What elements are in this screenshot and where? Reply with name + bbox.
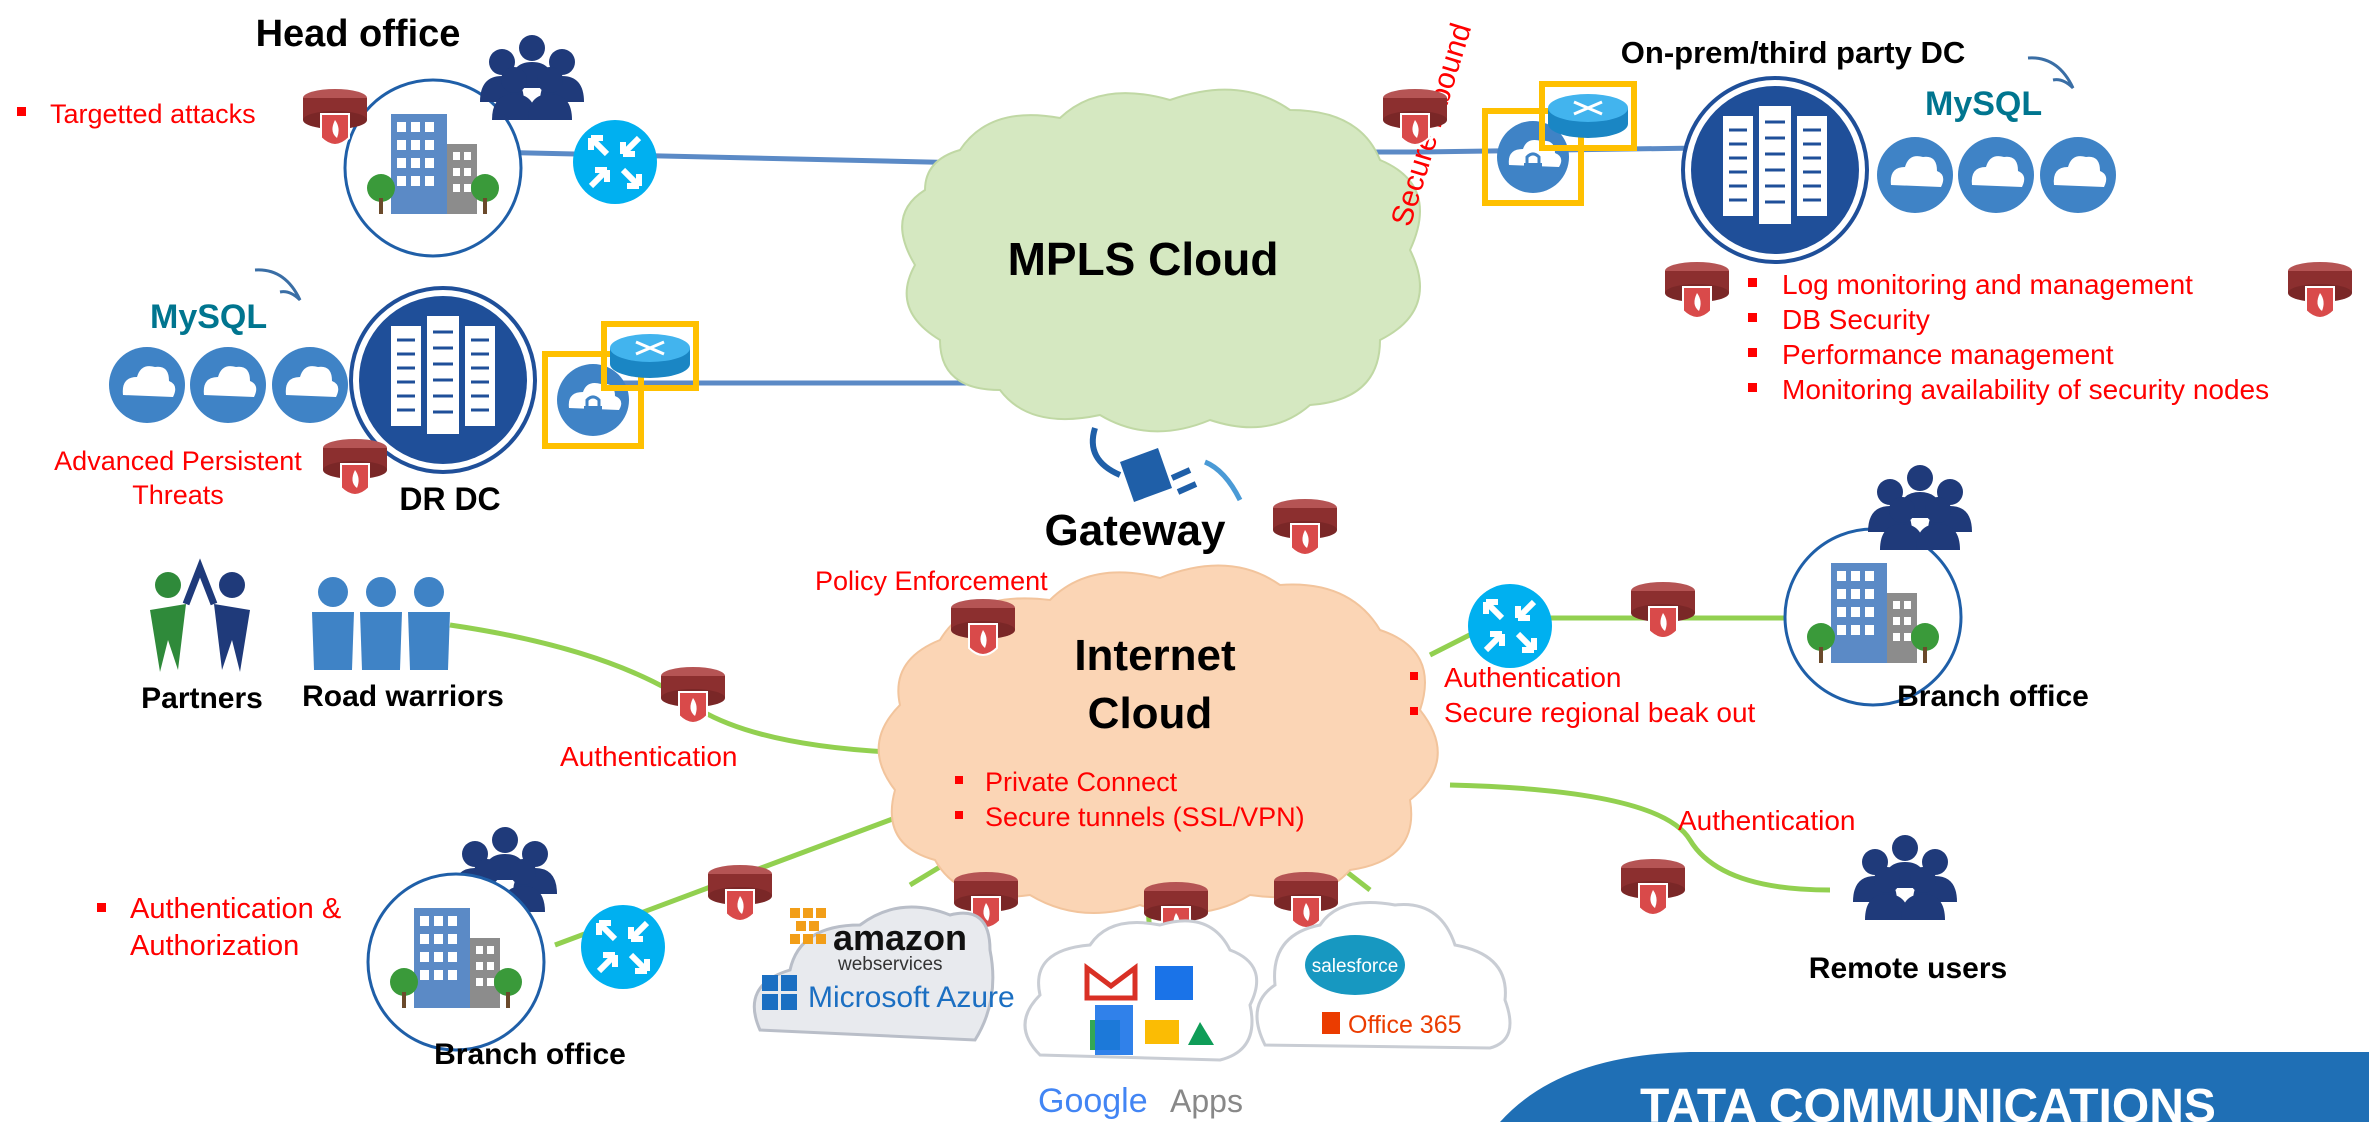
internet-cloud: Internet Cloud Private Connect Secure tu… (877, 564, 1439, 914)
svg-text:MySQL: MySQL (150, 298, 267, 336)
policy-enforcement-label: Policy Enforcement (815, 566, 1048, 596)
mysql-logo: MySQL (150, 268, 302, 336)
internet-bullet-1: Private Connect (985, 767, 1178, 797)
plug-icon (1089, 427, 1243, 502)
svg-text:MySQL: MySQL (1925, 85, 2042, 123)
mpls-cloud-label: MPLS Cloud (1008, 233, 1279, 285)
firewall-icon (1620, 858, 1686, 916)
salesforce-logo: salesforce (1305, 935, 1405, 995)
mysql-logo: MySQL (1925, 56, 2075, 123)
head-office-bullet: Targetted attacks (50, 99, 256, 129)
svg-text:Microsoft Azure: Microsoft Azure (808, 981, 1015, 1014)
users-group-icon (1868, 465, 1972, 550)
router-icon (581, 905, 665, 989)
partners-group: Partners Road warriors Authentication (141, 558, 737, 772)
secure-cloud-icon (109, 347, 185, 423)
branch-left-bullet-1: Authentication & (130, 893, 341, 925)
secure-cloud-icon (190, 347, 266, 423)
gateway-label: Gateway (1045, 506, 1227, 555)
secure-cloud-icon (1877, 137, 1953, 213)
firewall-icon (322, 438, 388, 496)
branch-office-right: Branch office Authentication Secure regi… (1410, 465, 2089, 728)
apt-line1: Advanced Persistent (54, 446, 302, 476)
partners-label: Partners (141, 682, 263, 715)
onprem-dc: On-prem/third party DC Secure inbound My… (1382, 19, 2353, 405)
users-group-icon (480, 35, 584, 120)
onprem-bullet-2: DB Security (1782, 304, 1930, 335)
google-apps-cloud: Google Apps (1023, 919, 1259, 1120)
internet-bullet-2: Secure tunnels (SSL/VPN) (985, 802, 1305, 832)
branch-left-bullet-2: Authorization (130, 930, 299, 962)
auth-left-label: Authentication (560, 741, 737, 772)
firewall-icon (1630, 581, 1696, 639)
branch-office-left-label: Branch office (434, 1038, 626, 1071)
head-office: Head office Targetted attacks (17, 13, 657, 258)
onprem-bullet-1: Log monitoring and management (1782, 269, 2193, 300)
microsoft-azure-logo: Microsoft Azure (762, 975, 1015, 1014)
onprem-bullet-3: Performance management (1782, 339, 2114, 370)
firewall-icon (1664, 261, 1730, 319)
auth-right-label: Authentication (1678, 805, 1855, 836)
office365-logo: Office 365 (1322, 1011, 1462, 1039)
google-apps-logo: Google Apps (1038, 1082, 1243, 1120)
firewall-icon (1272, 498, 1338, 556)
brand-text: TATA COMMUNICATIONS (1640, 1080, 2216, 1122)
secure-cloud-icon (1958, 137, 2034, 213)
svg-text:webservices: webservices (837, 954, 943, 975)
handshake-icon (150, 558, 250, 672)
salesforce-office-cloud: salesforce Office 365 (1255, 901, 1512, 1050)
amazon-web-services-logo: amazon webservices (790, 908, 967, 975)
router-icon (573, 120, 657, 204)
internet-cloud-label-line2: Cloud (1088, 689, 1213, 738)
brand-banner: TATA COMMUNICATIONS (1500, 1052, 2369, 1122)
svg-text:Apps: Apps (1170, 1083, 1243, 1119)
branch-office-right-label: Branch office (1897, 680, 2089, 713)
firewall-icon (707, 864, 773, 922)
onprem-dc-title: On-prem/third party DC (1621, 35, 1965, 70)
firewall-icon (2287, 261, 2353, 319)
apt-line2: Threats (132, 480, 224, 510)
svg-text:Google: Google (1038, 1082, 1148, 1120)
head-office-title: Head office (256, 13, 461, 55)
gateway: Gateway Policy Enforcement (815, 427, 1338, 656)
mpls-cloud: MPLS Cloud (901, 88, 1421, 433)
internet-cloud-label-line1: Internet (1074, 631, 1236, 680)
road-warriors-icon (312, 577, 450, 670)
remote-users-label: Remote users (1809, 952, 2007, 985)
building-icon (1783, 527, 1963, 707)
router-icon (1468, 584, 1552, 668)
firewall-icon (660, 666, 726, 724)
svg-text:salesforce: salesforce (1312, 956, 1399, 977)
secure-cloud-icon (2040, 137, 2116, 213)
svg-text:Office 365: Office 365 (1348, 1011, 1462, 1039)
remote-users: Authentication Remote users (1620, 805, 2007, 985)
users-group-icon (1853, 835, 1957, 920)
branch-office-left: Authentication & Authorization Branch of… (97, 827, 773, 1071)
branch-right-bullet-2: Secure regional beak out (1444, 697, 1756, 728)
google-apps-icons (1084, 963, 1214, 1055)
onprem-bullet-4: Monitoring availability of security node… (1782, 374, 2269, 405)
building-icon (366, 872, 546, 1052)
secure-cloud-icon (272, 347, 348, 423)
datacenter-icon (1681, 76, 1869, 264)
dr-dc: MySQL Advanced Persistent Threats DR DC (54, 268, 696, 517)
aws-azure-cloud: amazon webservices Microsoft Azure (752, 905, 1015, 1042)
road-warriors-label: Road warriors (302, 680, 504, 713)
branch-right-bullet-1: Authentication (1444, 662, 1621, 693)
dr-dc-title: DR DC (399, 481, 500, 517)
svg-text:amazon: amazon (833, 917, 967, 958)
